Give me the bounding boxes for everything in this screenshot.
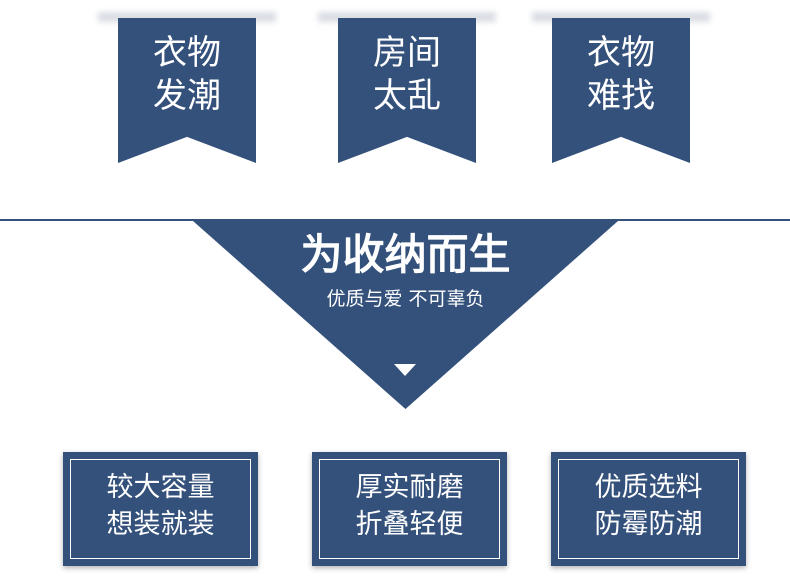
card-line: 优质选料 <box>594 472 703 503</box>
banner-hard-to-find: 衣物 难找 <box>552 18 690 163</box>
feature-card-materials: 优质选料 防霉防潮 <box>551 452 746 566</box>
banner-line: 衣物 <box>587 33 655 73</box>
banner-shadow <box>532 12 710 22</box>
card-line: 防霉防潮 <box>594 509 703 540</box>
feature-card-capacity: 较大容量 想装就装 <box>63 452 258 566</box>
banner-shadow <box>318 12 496 22</box>
divider-line <box>0 219 790 221</box>
card-line: 较大容量 <box>106 472 215 503</box>
card-border <box>70 459 251 559</box>
banner-line: 房间 <box>373 33 441 73</box>
slogan-title: 为收纳而生 <box>300 230 511 279</box>
banner-line: 难找 <box>587 76 655 116</box>
card-line: 厚实耐磨 <box>355 472 464 503</box>
card-border <box>558 459 739 559</box>
banner-damp-clothes: 衣物 发潮 <box>118 18 256 163</box>
feature-card-durable: 厚实耐磨 折叠轻便 <box>312 452 507 566</box>
card-line: 折叠轻便 <box>355 509 464 540</box>
card-border <box>319 459 500 559</box>
card-line: 想装就装 <box>106 509 215 540</box>
banner-line: 衣物 <box>153 33 221 73</box>
banner-shadow <box>98 12 276 22</box>
banner-line: 太乱 <box>373 76 441 116</box>
banner-messy-room: 房间 太乱 <box>338 18 476 163</box>
banner-line: 发潮 <box>153 76 221 116</box>
slogan-subtitle: 优质与爱 不可辜负 <box>326 288 485 310</box>
